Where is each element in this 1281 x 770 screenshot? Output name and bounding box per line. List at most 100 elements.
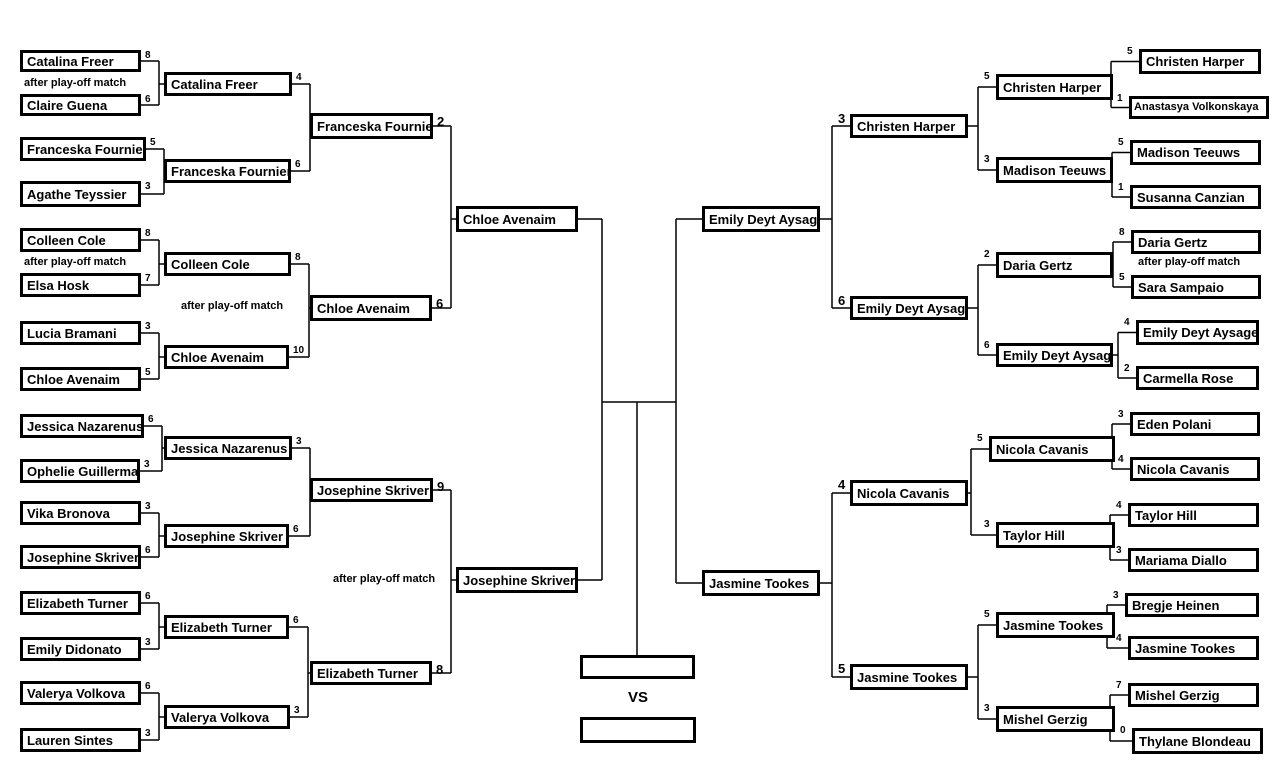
right-r4-entry: Emily Deyt Aysage <box>702 206 820 232</box>
score-label: 5 <box>984 71 990 82</box>
score-label: 8 <box>145 50 151 61</box>
score-label: 3 <box>294 705 300 716</box>
score-label: 4 <box>1116 500 1122 511</box>
right-r1-entry: Christen Harper <box>1139 49 1261 74</box>
right-r3-entry: Emily Deyt Aysage <box>850 296 968 320</box>
right-r1-entry: Anastasya Volkonskaya <box>1129 96 1269 119</box>
left-r2-entry: Catalina Freer <box>164 72 292 96</box>
left-r2-entry: Elizabeth Turner <box>164 615 289 639</box>
left-r2-entry: Jessica Nazarenus <box>164 436 292 460</box>
final-slot-bottom <box>580 717 696 743</box>
right-r1-entry: Carmella Rose <box>1136 366 1259 390</box>
score-label: 5 <box>145 367 151 378</box>
left-r2-entry: Josephine Skriver <box>164 524 289 548</box>
score-label: 3 <box>984 154 990 165</box>
left-r1-entry: Elsa Hosk <box>20 273 141 297</box>
right-r1-entry: Daria Gertz <box>1131 230 1261 254</box>
playoff-note: after play-off match <box>333 573 436 585</box>
left-r1-entry: Valerya Volkova <box>20 681 141 705</box>
score-label: 3 <box>984 519 990 530</box>
right-r1-entry: Susanna Canzian <box>1130 185 1261 209</box>
left-r1-entry: Colleen Cole <box>20 228 141 252</box>
score-label: 5 <box>1127 46 1133 57</box>
score-label: 5 <box>1118 137 1124 148</box>
score-label: 2 <box>437 114 445 129</box>
left-r1-entry: Ophelie Guillermand <box>20 459 140 483</box>
left-r1-entry: Vika Bronova <box>20 501 141 525</box>
score-label: 8 <box>145 228 151 239</box>
score-label: 3 <box>145 321 151 332</box>
left-r3-entry: Franceska Fournier <box>310 113 433 139</box>
left-r1-entry: Emily Didonato <box>20 637 141 661</box>
score-label: 3 <box>1113 590 1119 601</box>
right-r1-entry: Bregje Heinen <box>1125 593 1259 617</box>
left-r1-entry: Claire Guena <box>20 94 141 116</box>
score-label: 4 <box>1124 317 1130 328</box>
left-r3-entry: Josephine Skriver <box>310 478 433 502</box>
score-label: 8 <box>436 662 444 677</box>
score-label: 5 <box>838 661 846 676</box>
score-label: 6 <box>838 293 846 308</box>
right-r1-entry: Mariama Diallo <box>1128 548 1259 572</box>
score-label: 8 <box>1119 227 1125 238</box>
score-label: 1 <box>1118 182 1124 193</box>
score-label: 1 <box>1117 93 1123 104</box>
score-label: 6 <box>145 94 151 105</box>
score-label: 2 <box>984 249 990 260</box>
score-label: 4 <box>838 477 846 492</box>
right-r3-entry: Nicola Cavanis <box>850 480 968 506</box>
score-label: 6 <box>148 414 154 425</box>
right-r1-entry: Thylane Blondeau <box>1132 728 1263 754</box>
right-r2-entry: Mishel Gerzig <box>996 706 1115 732</box>
final-slot-top <box>580 655 695 679</box>
score-label: 6 <box>293 524 299 535</box>
score-label: 10 <box>293 345 305 356</box>
left-r2-entry: Franceska Fournier <box>164 159 291 183</box>
right-r1-entry: Emily Deyt Aysage <box>1136 320 1259 345</box>
left-r4-entry: Chloe Avenaim <box>456 206 578 232</box>
left-r1-entry: Agathe Teyssier <box>20 181 141 207</box>
score-label: 5 <box>984 609 990 620</box>
right-r2-entry: Emily Deyt Aysage <box>996 343 1113 367</box>
left-r2-entry: Colleen Cole <box>164 252 291 276</box>
left-r1-entry: Chloe Avenaim <box>20 367 141 391</box>
left-r2-entry: Chloe Avenaim <box>164 345 289 369</box>
score-label: 5 <box>977 433 983 444</box>
left-r3-entry: Chloe Avenaim <box>310 295 432 321</box>
left-r1-entry: Lauren Sintes <box>20 728 141 752</box>
score-label: 3 <box>1116 545 1122 556</box>
score-label: 4 <box>1118 454 1124 465</box>
score-label: 3 <box>296 436 302 447</box>
score-label: 6 <box>293 615 299 626</box>
right-r3-entry: Jasmine Tookes <box>850 664 968 690</box>
left-r1-entry: Lucia Bramani <box>20 321 141 345</box>
right-r3-entry: Christen Harper <box>850 114 968 138</box>
right-r1-entry: Mishel Gerzig <box>1128 683 1259 707</box>
score-label: 3 <box>145 181 151 192</box>
playoff-note: after play-off match <box>1138 256 1241 268</box>
right-r2-entry: Nicola Cavanis <box>989 436 1115 462</box>
score-label: 6 <box>436 296 444 311</box>
playoff-note: after play-off match <box>24 256 127 268</box>
score-label: 9 <box>437 479 445 494</box>
right-r1-entry: Jasmine Tookes <box>1128 636 1259 660</box>
playoff-note: after play-off match <box>24 77 127 89</box>
score-label: 4 <box>296 72 302 83</box>
score-label: 4 <box>1116 633 1122 644</box>
right-r1-entry: Taylor Hill <box>1128 503 1259 527</box>
score-label: 3 <box>984 703 990 714</box>
left-r4-entry: Josephine Skriver <box>456 567 578 593</box>
score-label: 6 <box>295 159 301 170</box>
right-r2-entry: Christen Harper <box>996 74 1113 100</box>
score-label: 5 <box>1119 272 1125 283</box>
left-r1-entry: Jessica Nazarenus <box>20 414 144 438</box>
right-r2-entry: Taylor Hill <box>996 522 1115 548</box>
score-label: 6 <box>984 340 990 351</box>
left-r1-entry: Elizabeth Turner <box>20 591 141 615</box>
left-r1-entry: Josephine Skriver <box>20 545 141 569</box>
right-r1-entry: Nicola Cavanis <box>1130 457 1260 481</box>
score-label: 6 <box>145 681 151 692</box>
left-r2-entry: Valerya Volkova <box>164 705 290 729</box>
left-r3-entry: Elizabeth Turner <box>310 661 432 685</box>
